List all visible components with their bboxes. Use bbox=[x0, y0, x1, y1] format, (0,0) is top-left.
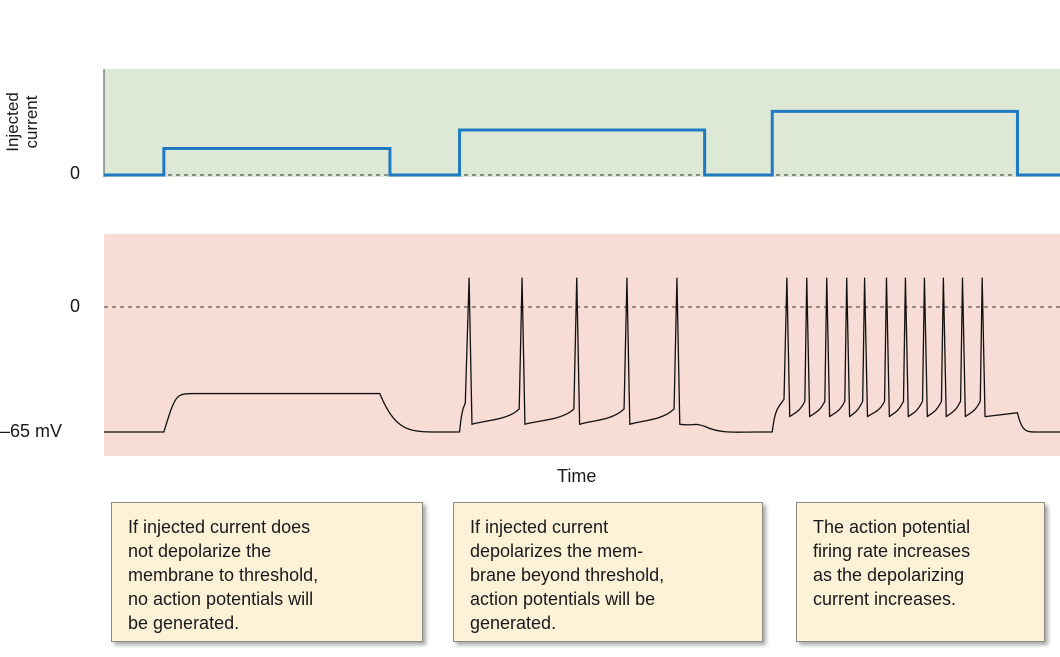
box-text-line: generated. bbox=[470, 613, 557, 633]
explanation-box-threshold: If injected current depolarizes the mem-… bbox=[453, 502, 763, 642]
voltage-panel bbox=[104, 234, 1060, 456]
box-text-line: If injected current does bbox=[128, 517, 311, 537]
voltage-trace bbox=[104, 277, 1060, 433]
box-text-line: current increases. bbox=[813, 589, 957, 609]
current-trace bbox=[104, 109, 1060, 177]
box-text-line: action potentials will be bbox=[470, 589, 656, 609]
resting-potential-label: –65 mV bbox=[0, 421, 63, 441]
explanation-box-firing-rate: The action potential firing rate increas… bbox=[796, 502, 1045, 642]
box-text-line: If injected current bbox=[470, 517, 609, 537]
voltage-zero-label: 0 bbox=[70, 296, 81, 316]
box-text-line: not depolarize the bbox=[128, 541, 272, 561]
explanation-box-subthreshold: If injected current does not depolarize … bbox=[111, 502, 423, 642]
box-text-line: no action potentials will bbox=[128, 589, 314, 609]
current-zero-label: 0 bbox=[70, 163, 81, 183]
injected-current-label-line: current bbox=[22, 95, 41, 149]
injected-current-label-line: Injected bbox=[3, 92, 22, 152]
injected-current-label: Injected current bbox=[3, 92, 41, 152]
box-text-line: depolarizes the mem- bbox=[470, 541, 644, 561]
current-panel bbox=[104, 69, 1060, 177]
box-text-line: firing rate increases bbox=[813, 541, 971, 561]
box-text-line: be generated. bbox=[128, 613, 240, 633]
box-text-line: membrane to threshold, bbox=[128, 565, 319, 585]
box-text-line: as the depolarizing bbox=[813, 565, 965, 585]
box-text-line: brane beyond threshold, bbox=[470, 565, 665, 585]
box-text-line: The action potential bbox=[813, 517, 971, 537]
time-axis-label: Time bbox=[557, 466, 597, 486]
